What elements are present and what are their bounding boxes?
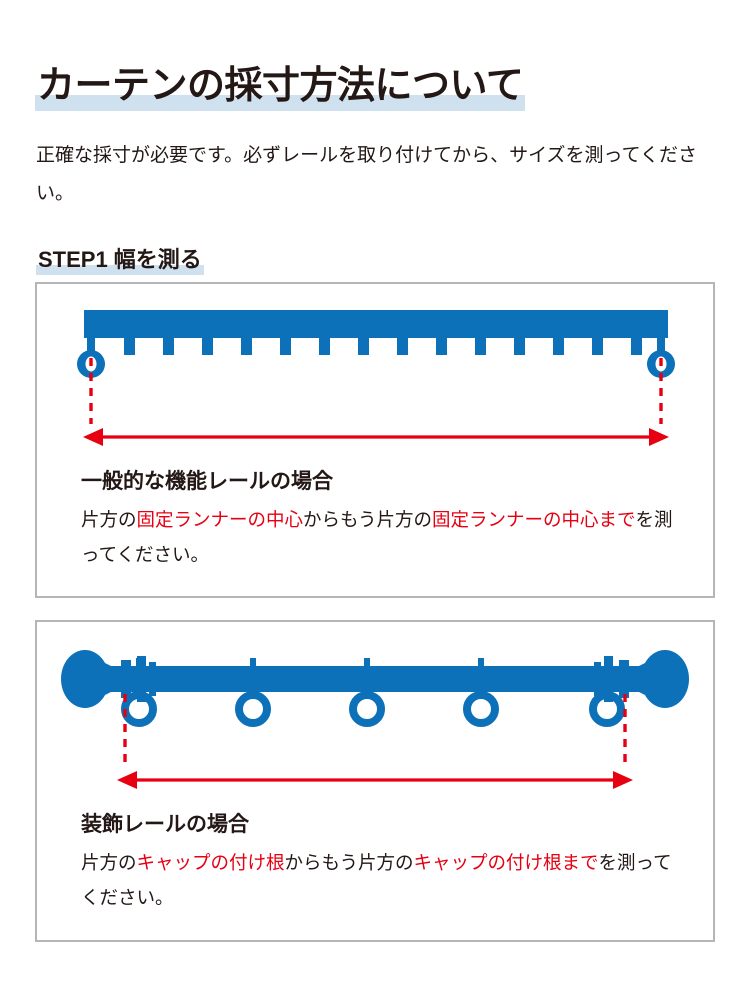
ring-5 [589, 658, 625, 727]
caption-title-functional: 一般的な機能レールの場合 [81, 470, 333, 493]
measure-arrow-width [83, 428, 669, 446]
caption-seg-plain-2: からもう片方の [303, 509, 432, 531]
caption-seg-emph-1: キャップの付け根 [136, 852, 285, 874]
page-title: カーテンの採寸方法について [35, 65, 526, 112]
ring-3 [349, 658, 385, 727]
caption-seg-emph-1: 固定ランナーの中心 [136, 509, 304, 531]
step1-heading: STEP1 幅を測る [36, 242, 204, 276]
ring-4 [463, 658, 499, 727]
functional-rail-svg [77, 310, 675, 446]
caption-seg-plain-3: を測ってください。 [81, 852, 672, 908]
caption-title-decorative: 装飾レールの場合 [81, 813, 249, 836]
caption-seg-plain-1: 片方の [81, 509, 137, 531]
rail-bar [84, 310, 668, 338]
panel-functional-rail: 一般的な機能レールの場合 片方の固定ランナーの中心からもう片方の固定ランナーの中… [35, 282, 715, 598]
caption-seg-plain-2: からもう片方の [284, 852, 414, 874]
measure-arrow-width [117, 771, 633, 789]
caption-seg-plain-1: 片方の [81, 852, 137, 874]
caption-body-decorative: 片方のキャップの付け根からもう片方のキャップの付け根までを測ってください。 [81, 846, 681, 914]
diagram-functional-rail [37, 284, 713, 466]
runner-teeth-group [124, 338, 642, 355]
caption-body-functional: 片方の固定ランナーの中心からもう片方の固定ランナーの中心までを測ってください。 [81, 503, 681, 571]
caption-seg-plain-3: を測ってください。 [81, 509, 673, 565]
caption-seg-emph-2: 固定ランナーの中心まで [431, 509, 636, 531]
panel-decorative-rail: 装飾レールの場合 片方のキャップの付け根からもう片方のキャップの付け根までを測っ… [35, 620, 715, 942]
caption-decorative: 装飾レールの場合 片方のキャップの付け根からもう片方のキャップの付け根までを測っ… [81, 810, 681, 915]
caption-seg-emph-2: キャップの付け根まで [413, 852, 599, 874]
caption-functional: 一般的な機能レールの場合 片方の固定ランナーの中心からもう片方の固定ランナーの中… [81, 467, 681, 572]
rod-bar [97, 666, 653, 692]
ring-2 [235, 658, 271, 727]
decorative-rail-svg [61, 650, 689, 789]
lead-paragraph: 正確な採寸が必要です。必ずレールを取り付けてから、サイズを測ってください。 [36, 145, 698, 204]
diagram-decorative-rail [37, 622, 713, 804]
